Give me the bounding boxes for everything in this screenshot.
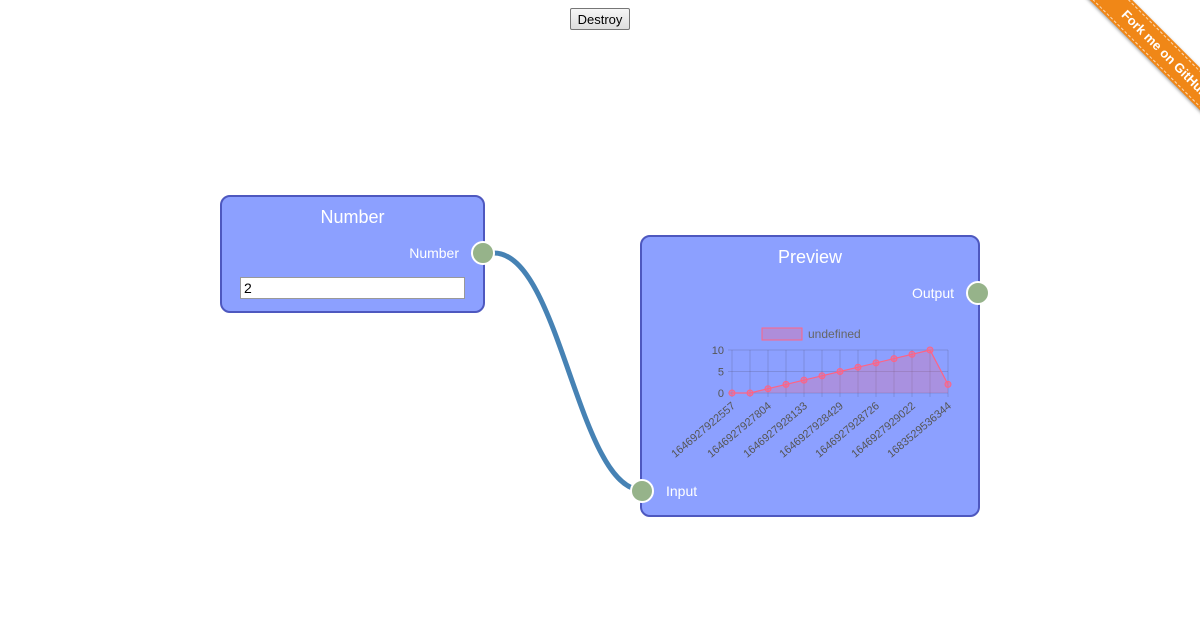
data-point xyxy=(782,380,790,388)
y-tick-label: 10 xyxy=(712,345,724,357)
data-point xyxy=(818,372,826,380)
data-point xyxy=(854,363,862,371)
y-tick-label: 5 xyxy=(718,367,724,379)
destroy-button[interactable]: Destroy xyxy=(570,8,630,30)
preview-output-label: Output xyxy=(911,285,954,301)
github-ribbon-banner[interactable]: Fork me on GitHub xyxy=(1080,0,1200,139)
connection-wire[interactable] xyxy=(491,250,645,493)
number-node[interactable]: Number Number xyxy=(220,195,485,313)
legend-label: undefined xyxy=(808,327,861,341)
data-point xyxy=(872,359,880,367)
x-tick-label: 1646927922557 xyxy=(669,400,738,460)
data-point xyxy=(764,385,772,393)
preview-node-title: Preview xyxy=(777,247,843,267)
number-output-socket[interactable] xyxy=(471,241,495,265)
data-point xyxy=(728,389,736,397)
x-tick-label: 1646927928133 xyxy=(741,400,810,460)
data-point xyxy=(800,376,808,384)
data-point xyxy=(746,389,754,397)
number-node-title: Number xyxy=(320,207,385,227)
github-ribbon[interactable]: Fork me on GitHub xyxy=(1050,0,1200,150)
data-point xyxy=(908,350,916,358)
x-tick-label: 1646927928429 xyxy=(777,400,846,460)
preview-output-socket[interactable] xyxy=(966,281,990,305)
x-tick-label: 1646927927804 xyxy=(705,400,774,460)
number-value-input[interactable] xyxy=(240,277,465,299)
github-ribbon-label[interactable]: Fork me on GitHub xyxy=(1081,0,1200,138)
preview-input-socket[interactable] xyxy=(630,479,654,503)
number-output-label: Number xyxy=(409,245,459,261)
preview-input-label: Input xyxy=(666,483,698,499)
legend-swatch xyxy=(761,327,803,341)
data-point xyxy=(890,355,898,363)
y-tick-label: 0 xyxy=(718,388,724,400)
preview-chart: undefined0510164692792255716469279278041… xyxy=(669,327,954,460)
data-point xyxy=(836,368,844,375)
preview-node[interactable]: Preview Output Input undefined 0 5 10 164692… xyxy=(640,235,980,517)
data-point xyxy=(944,380,952,388)
data-point xyxy=(926,346,934,354)
x-tick-label: 1646927928726 xyxy=(813,400,882,460)
x-tick-label: 1683529536344 xyxy=(885,400,954,460)
x-tick-label: 1646927929022 xyxy=(849,400,918,460)
